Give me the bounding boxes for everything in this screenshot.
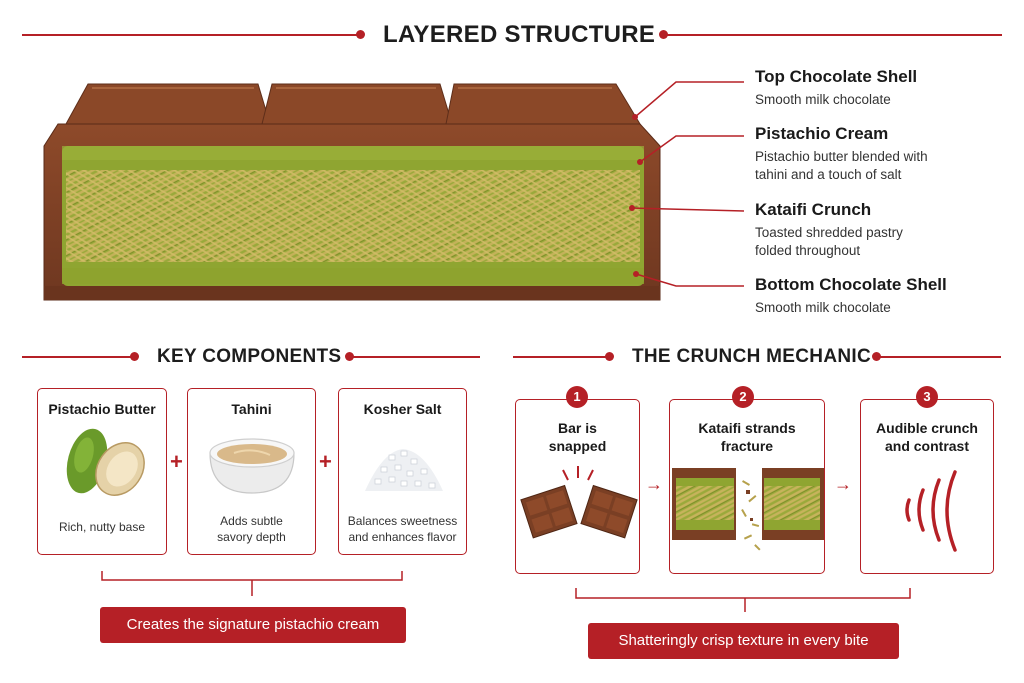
arrow-right-icon: → — [645, 474, 663, 494]
arrow-right-icon: → — [834, 474, 852, 494]
components-banner: Creates the signature pistachio cream — [100, 607, 406, 643]
component-desc: Balances sweetness — [347, 514, 458, 528]
component-title: Tahini — [231, 401, 272, 417]
crunch-step-2: Kataifi strands fracture — [669, 399, 825, 574]
step-title: snapped — [548, 438, 607, 454]
component-card-tahini: Tahini Adds subtle savory depth — [187, 388, 316, 555]
layer-desc-top-shell: Smooth milk chocolate — [755, 92, 891, 107]
step-number-2: 2 — [732, 386, 754, 408]
crunch-dot-right — [872, 352, 881, 361]
layer-title-top-shell: Top Chocolate Shell — [755, 67, 918, 86]
crunch-rule-left — [513, 356, 607, 358]
fractured-strands-icon — [672, 468, 824, 551]
layer-desc-pistachio-cream-1: Pistachio butter blended with — [755, 149, 928, 164]
crunch-dot-left — [605, 352, 614, 361]
heading-dot-left — [356, 30, 365, 39]
component-desc: Adds subtle — [220, 514, 283, 528]
step-title: Bar is — [558, 420, 597, 436]
component-desc: Rich, nutty base — [58, 520, 146, 534]
step-number-3: 3 — [916, 386, 938, 408]
component-title: Pistachio Butter — [48, 401, 156, 417]
salt-pile-icon — [365, 449, 443, 491]
crunch-step-1: Bar is snapped — [515, 399, 640, 574]
layer-desc-bottom-shell: Smooth milk chocolate — [755, 300, 891, 315]
heading-dot-right — [659, 30, 668, 39]
heading-rule-right — [666, 34, 1002, 36]
layer-desc-kataifi-crunch-1: Toasted shredded pastry — [755, 225, 903, 240]
step-title: and contrast — [884, 438, 969, 454]
plus-sign-1: + — [170, 449, 183, 474]
layer-title-kataifi-crunch: Kataifi Crunch — [755, 200, 872, 219]
step-number-1: 1 — [566, 386, 588, 408]
components-rule-right — [352, 356, 480, 358]
layer-desc-kataifi-crunch-2: folded throughout — [755, 243, 861, 258]
step-title: Kataifi strands — [698, 420, 796, 436]
components-dot-right — [345, 352, 354, 361]
components-heading: KEY COMPONENTS — [157, 346, 342, 367]
step-title: Audible crunch — [876, 420, 978, 436]
component-card-kosher-salt: Kosher Salt Balances sweetness and enhan… — [338, 388, 467, 555]
step-title: fracture — [720, 438, 774, 454]
snapped-bar-icon — [520, 466, 638, 539]
component-desc: and enhances flavor — [348, 530, 457, 544]
plus-sign-2: + — [319, 449, 332, 474]
component-card-pistachio-butter: Pistachio Butter Rich, nutty base — [37, 388, 167, 555]
page-title: LAYERED STRUCTURE — [383, 21, 656, 48]
sound-waves-icon — [905, 470, 957, 552]
layer-title-pistachio-cream: Pistachio Cream — [755, 124, 889, 143]
crunch-heading: THE CRUNCH MECHANIC — [632, 346, 871, 367]
crunch-banner: Shatteringly crisp texture in every bite — [588, 623, 899, 659]
components-dot-left — [130, 352, 139, 361]
layer-desc-pistachio-cream-2: tahini and a touch of salt — [755, 167, 902, 182]
layer-title-bottom-shell: Bottom Chocolate Shell — [755, 275, 947, 294]
components-rule-left — [22, 356, 132, 358]
pistachio-icon — [66, 428, 145, 496]
heading-rule-left — [22, 34, 358, 36]
crunch-step-3: Audible crunch and contrast — [860, 399, 994, 574]
component-desc: savory depth — [217, 530, 286, 544]
crunch-rule-right — [879, 356, 1001, 358]
component-title: Kosher Salt — [363, 401, 442, 417]
tahini-bowl-icon — [209, 438, 295, 494]
